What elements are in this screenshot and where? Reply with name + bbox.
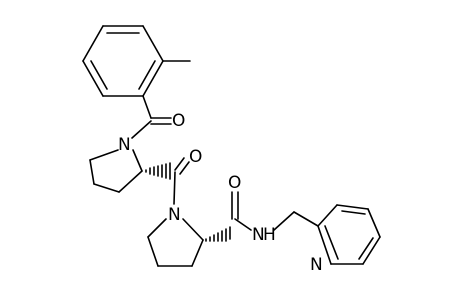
- atom-o-prolyl: O: [189, 147, 202, 167]
- atom-o-amide: O: [228, 173, 241, 193]
- ch2-pyridine-bond: [293, 211, 319, 227]
- pyrrolidine-ring-bottom: [147, 218, 204, 267]
- stereo-hash-bond-bottom: [205, 226, 231, 242]
- pyrrolidine-ring-top: [89, 149, 143, 193]
- central-carbonyl-n-bond: [173, 171, 176, 205]
- central-co-double-bond-a: [174, 157, 185, 171]
- stereo-hash-bond-top: [145, 162, 171, 180]
- atom-n-pyridine: N: [310, 255, 323, 275]
- atom-n-amide: N: [252, 225, 265, 245]
- central-co-double-bond-b: [179, 161, 190, 175]
- atom-n-pyrrolidine-top: N: [118, 135, 131, 155]
- aryl-carbonyl-bond: [142, 95, 152, 119]
- atom-h-amide: H: [263, 225, 276, 245]
- carbonyl-n-bond: [131, 120, 152, 139]
- amide-c-n-bond: [234, 218, 252, 231]
- atom-n-pyrrolidine-bottom: N: [168, 205, 181, 225]
- atom-o-benzoyl: O: [172, 111, 185, 131]
- pyridine-ring: [317, 204, 381, 265]
- benzene-ring: [82, 25, 164, 97]
- nh-ch2-bond: [273, 211, 295, 231]
